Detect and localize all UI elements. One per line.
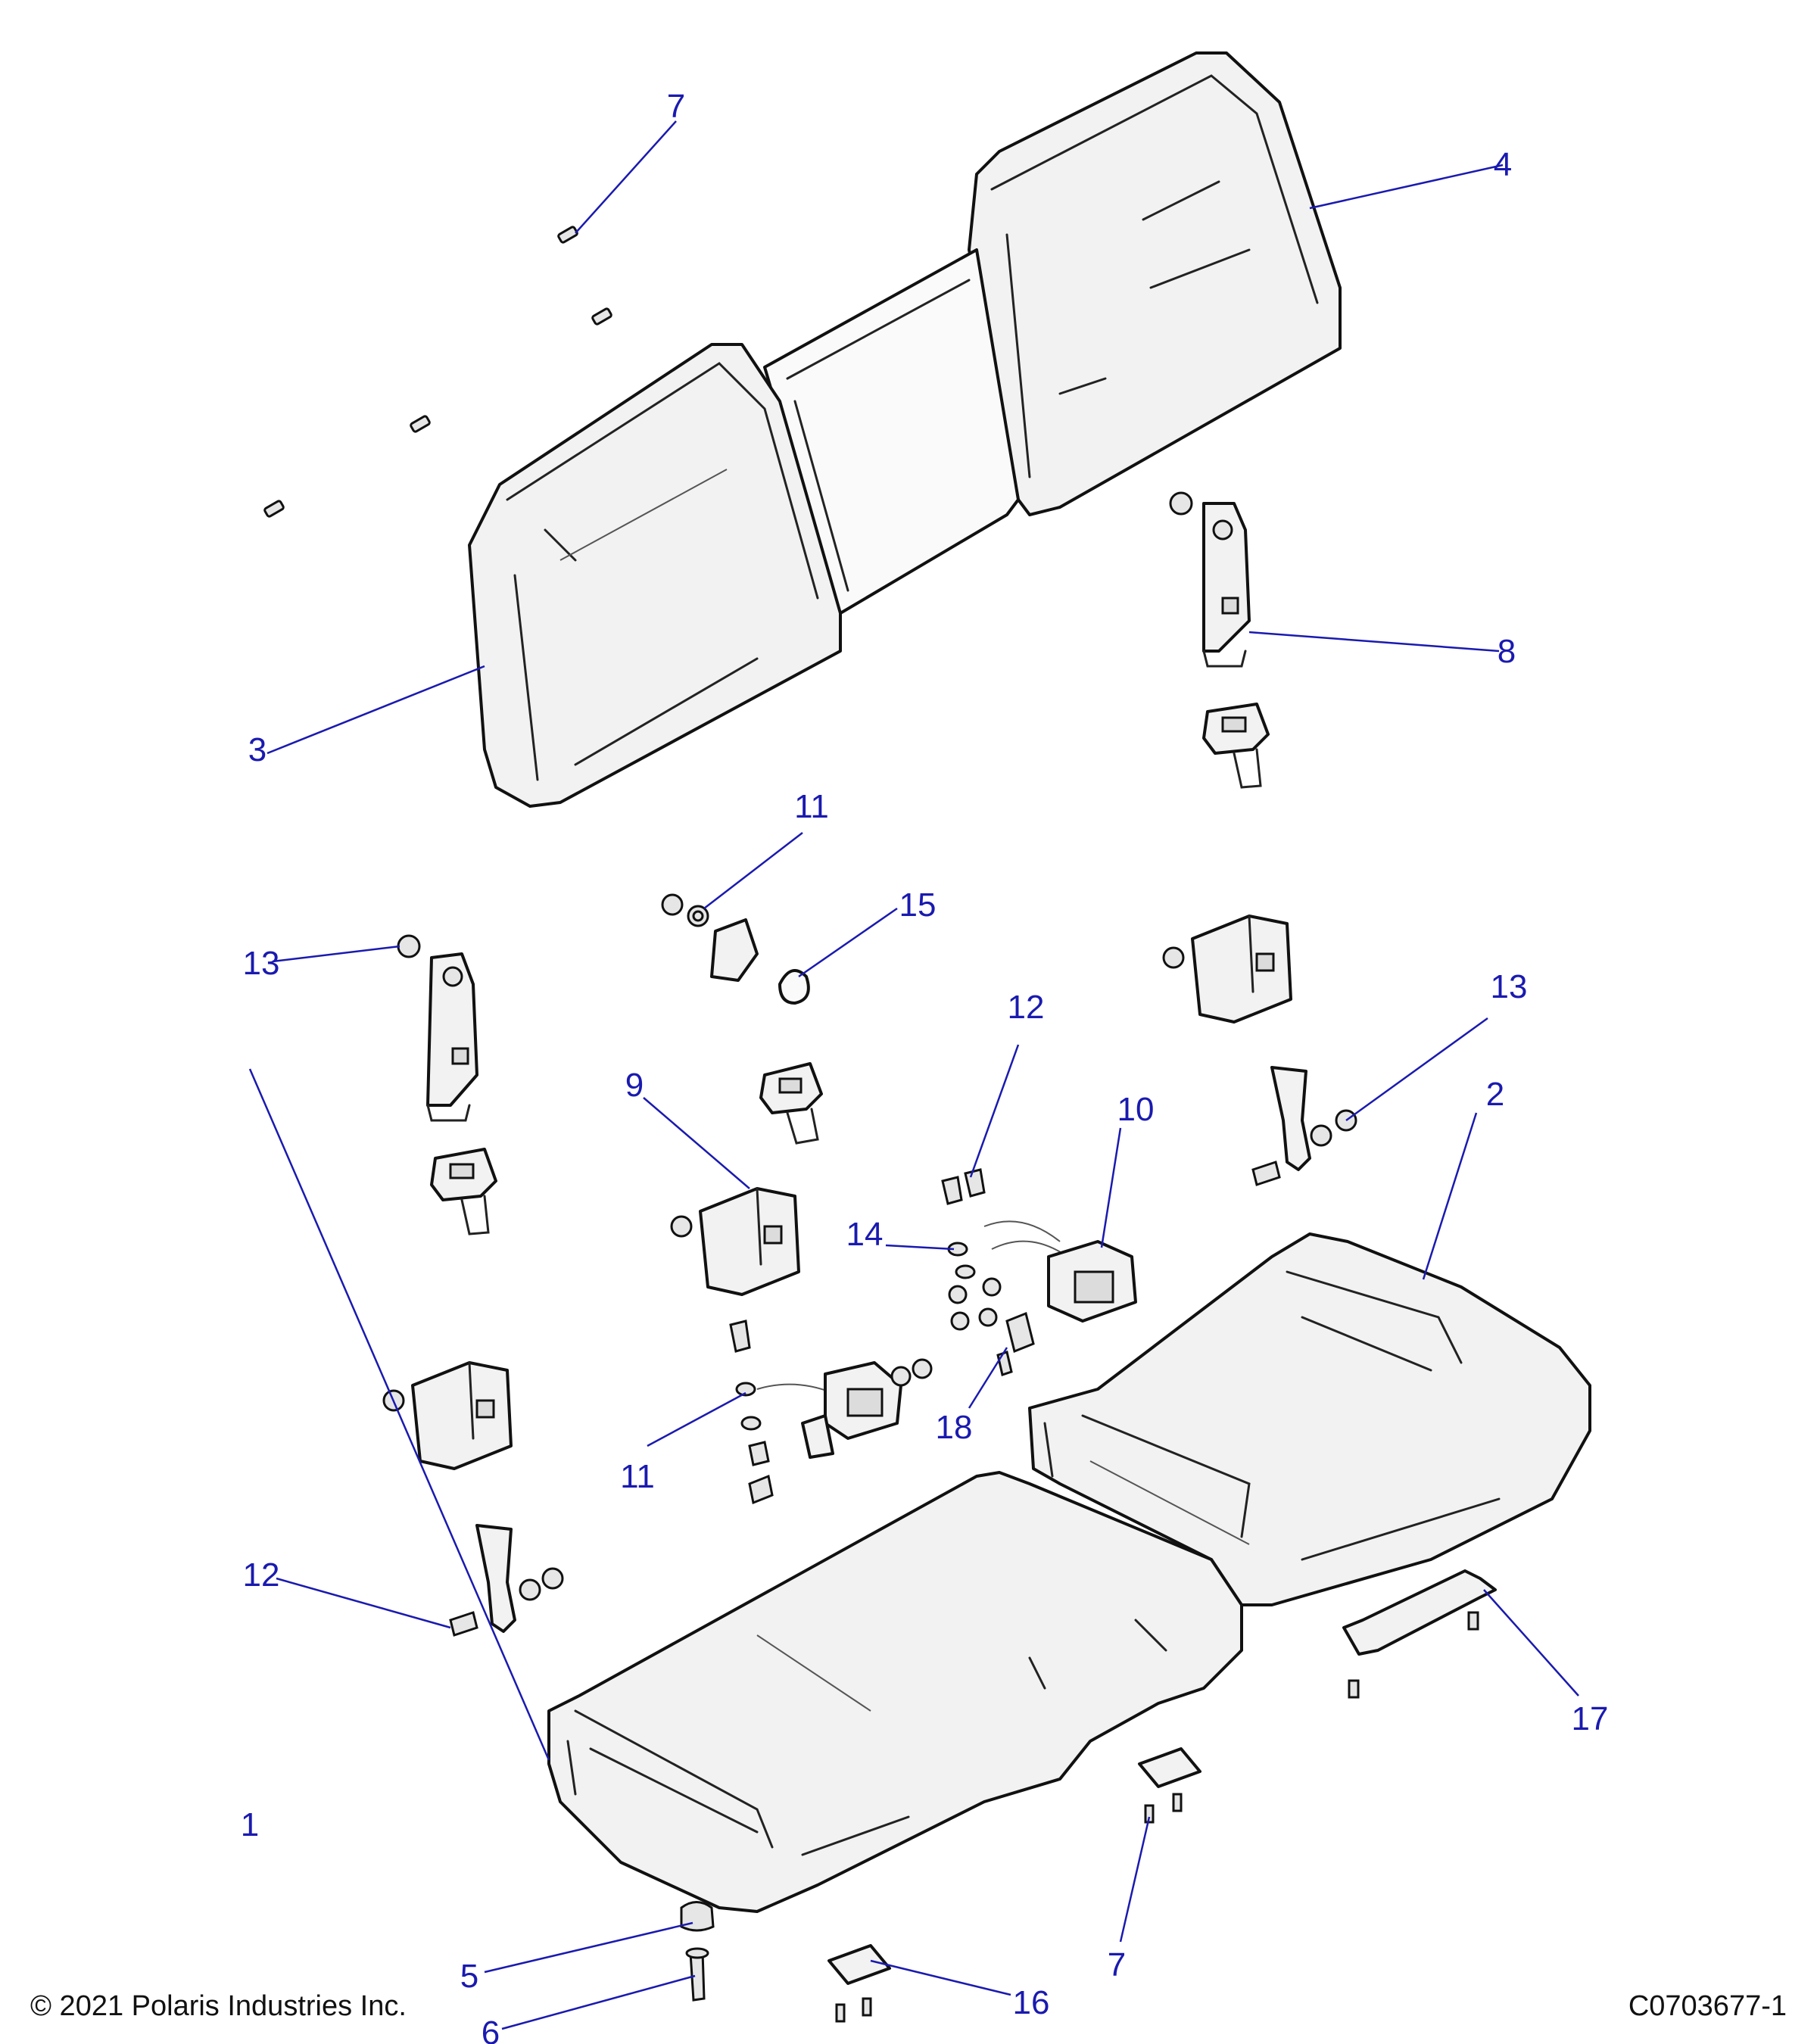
callout-11-top: 11 [794, 788, 829, 825]
callout-5: 5 [460, 1958, 478, 1995]
seat-bottom-right [1028, 1232, 1591, 1606]
buckle-housing-left [382, 1361, 513, 1470]
callout-3: 3 [248, 731, 266, 768]
wiring-harness-upper [941, 1168, 1137, 1376]
callout-18: 18 [936, 1409, 973, 1446]
callout-12-bottom: 12 [243, 1556, 280, 1594]
seat-back-right [968, 51, 1342, 516]
seat-back-left [468, 343, 842, 808]
callout-2: 2 [1486, 1076, 1504, 1113]
callout-11-bottom: 11 [620, 1458, 655, 1495]
seat-belt-retractor-left [397, 934, 497, 1235]
callout-10: 10 [1117, 1091, 1155, 1128]
copyright-text: © 2021 Polaris Industries Inc. [30, 1990, 407, 2022]
callout-7-top: 7 [667, 88, 685, 125]
leader-lines [248, 120, 1579, 2030]
callout-labels: 1 2 3 4 5 6 7 7 8 9 10 11 11 12 12 13 13… [241, 88, 1609, 2044]
drawing-number: C0703677-1 [1628, 1990, 1787, 2022]
buckle-housing-right [1162, 915, 1292, 1024]
callout-15: 15 [899, 886, 937, 924]
seat-bottom-left [547, 1471, 1243, 1913]
bracket-center [1138, 1747, 1201, 1824]
callout-9: 9 [625, 1067, 644, 1104]
anchor-strap-left [449, 1524, 564, 1637]
seat-belt-retractor-right [1169, 491, 1270, 789]
callout-14: 14 [846, 1216, 884, 1253]
callout-16: 16 [1013, 1984, 1050, 2021]
callout-7-bottom: 7 [1108, 1946, 1126, 1983]
center-belt-anchor [661, 893, 823, 1145]
buckle-housing-center [670, 1187, 800, 1296]
anchor-strap-right [1251, 1066, 1357, 1186]
callout-17: 17 [1572, 1700, 1609, 1737]
bracket-front [827, 1944, 891, 2023]
callout-6: 6 [482, 2014, 500, 2044]
wiring-harness-lower [729, 1320, 933, 1505]
callout-12-top: 12 [1008, 989, 1045, 1026]
bracket-rear [1342, 1569, 1497, 1699]
callout-8: 8 [1498, 633, 1516, 670]
callout-13-right: 13 [1491, 968, 1528, 1005]
screw-set-top [263, 226, 612, 518]
callout-4: 4 [1494, 146, 1512, 183]
bumper-and-screw [680, 1901, 715, 2002]
callout-1: 1 [241, 1806, 259, 1843]
callout-13-left: 13 [243, 945, 280, 982]
